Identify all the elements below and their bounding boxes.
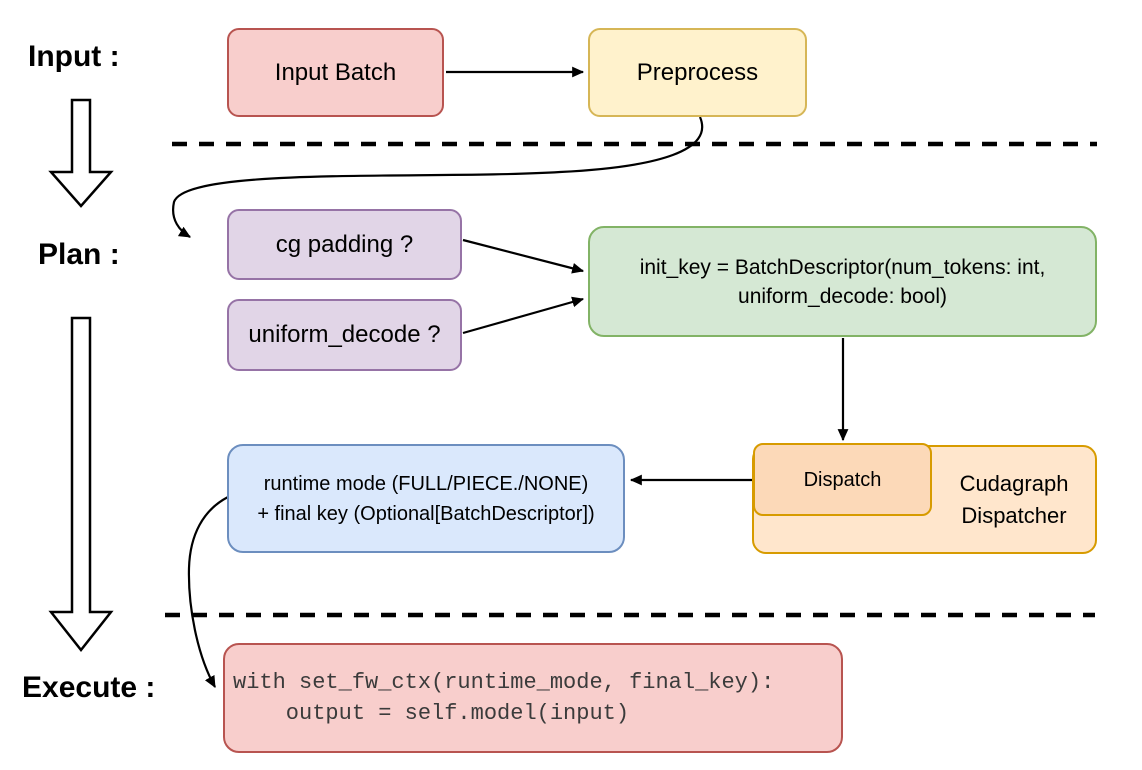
- node-preprocess: Preprocess: [588, 28, 807, 117]
- node-uniform-decode: uniform_decode ?: [227, 299, 462, 371]
- node-input-batch-label: Input Batch: [274, 58, 397, 86]
- execute-code-line2: output = self.model(input): [233, 701, 630, 726]
- node-cg-padding-label: cg padding ?: [275, 230, 414, 258]
- node-runtime-mode: runtime mode (FULL/PIECE./NONE) + final …: [227, 444, 625, 553]
- node-dispatch-label: Dispatch: [803, 468, 882, 491]
- section-label-input: Input :: [28, 40, 120, 73]
- input-to-plan-arrow: [48, 98, 114, 208]
- node-preprocess-label: Preprocess: [636, 58, 759, 86]
- node-runtime-mode-line2: + final key (Optional[BatchDescriptor]): [257, 502, 595, 525]
- node-cg-padding: cg padding ?: [227, 209, 462, 280]
- node-uniform-decode-label: uniform_decode ?: [248, 321, 441, 349]
- node-init-key-line2: uniform_decode: bool): [738, 284, 947, 308]
- cudagraph-line2: Dispatcher: [961, 502, 1067, 528]
- node-init-key-line1: init_key = BatchDescriptor(num_tokens: i…: [639, 255, 1046, 279]
- node-cudagraph-dispatcher-label: Cudagraph Dispatcher: [934, 447, 1094, 552]
- edge-cgpadding-initkey: [462, 238, 585, 274]
- node-execute-code: with set_fw_ctx(runtime_mode, final_key)…: [223, 643, 843, 753]
- node-init-key: init_key = BatchDescriptor(num_tokens: i…: [588, 226, 1097, 337]
- edge-uniformdecode-initkey: [462, 296, 585, 335]
- node-dispatch: Dispatch: [753, 443, 932, 516]
- execute-code-line1: with set_fw_ctx(runtime_mode, final_key)…: [233, 670, 775, 695]
- plan-to-execute-arrow: [48, 316, 114, 653]
- cudagraph-line1: Cudagraph: [959, 470, 1069, 496]
- section-label-plan: Plan :: [38, 238, 120, 271]
- node-input-batch: Input Batch: [227, 28, 444, 117]
- section-label-execute: Execute :: [22, 671, 156, 704]
- node-runtime-mode-line1: runtime mode (FULL/PIECE./NONE): [263, 472, 589, 495]
